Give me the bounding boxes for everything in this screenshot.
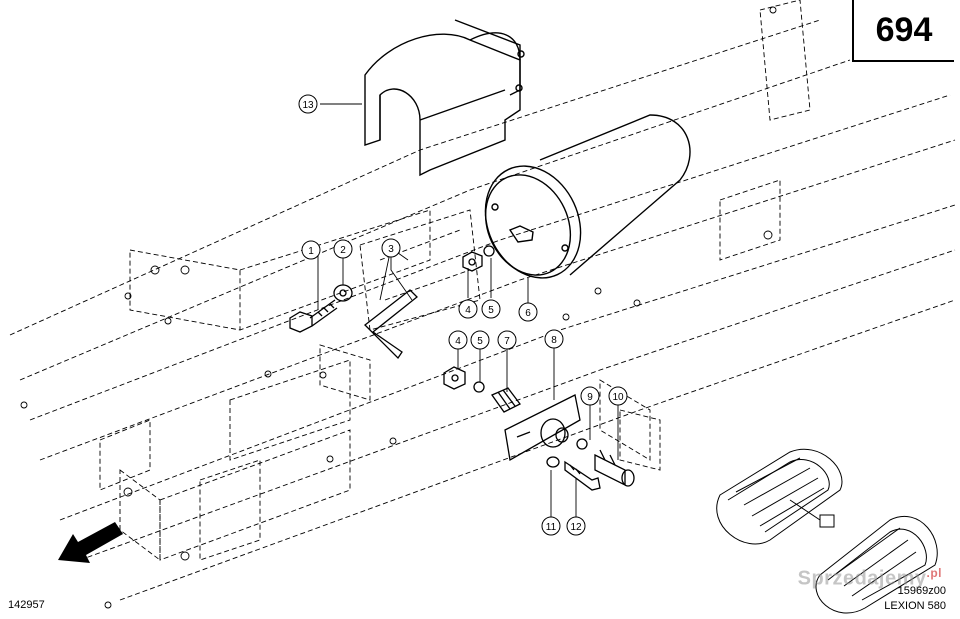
svg-text:8: 8 xyxy=(551,335,557,346)
callout-5-upper[interactable]: 5 xyxy=(481,299,501,319)
svg-text:11: 11 xyxy=(546,522,557,533)
svg-text:1: 1 xyxy=(308,246,314,257)
screw-part-12 xyxy=(564,460,601,491)
washer-part-9 xyxy=(576,438,588,450)
svg-text:4: 4 xyxy=(465,305,471,316)
callout-11[interactable]: 11 xyxy=(541,516,561,536)
cylinder-part-6 xyxy=(484,114,691,279)
direction-arrow-icon xyxy=(58,522,123,563)
callout-6[interactable]: 6 xyxy=(518,302,538,322)
callout-3[interactable]: 3 xyxy=(381,238,401,258)
track-unit-thumbnail xyxy=(716,448,938,614)
model-name: LEXION 580 xyxy=(884,600,946,612)
svg-text:13: 13 xyxy=(302,100,314,111)
callout-12[interactable]: 12 xyxy=(566,516,586,536)
figure-reference: 15969z00 xyxy=(897,585,946,597)
svg-text:3: 3 xyxy=(388,244,394,255)
fitting-part-7 xyxy=(491,387,521,413)
callout-4-upper[interactable]: 4 xyxy=(458,299,478,319)
svg-text:2: 2 xyxy=(340,245,346,256)
svg-text:7: 7 xyxy=(504,336,510,347)
cover-part-13 xyxy=(364,19,525,177)
svg-text:5: 5 xyxy=(488,305,494,316)
washer-part-11 xyxy=(546,456,560,468)
ring-part-5-upper xyxy=(483,245,495,257)
svg-text:6: 6 xyxy=(525,308,531,319)
frame-holes xyxy=(20,6,777,609)
svg-text:12: 12 xyxy=(570,522,582,533)
callout-4-lower[interactable]: 4 xyxy=(448,330,468,350)
callout-2[interactable]: 2 xyxy=(333,239,353,259)
svg-text:4: 4 xyxy=(455,336,461,347)
nut-part-4-upper xyxy=(462,251,483,272)
callout-9[interactable]: 9 xyxy=(580,386,600,406)
callout-13[interactable]: 13 xyxy=(298,94,318,114)
watermark: Sprzedajemy.pl xyxy=(798,566,942,591)
frame-structure xyxy=(9,0,956,601)
watermark-text: Sprzedajemy xyxy=(797,568,927,590)
svg-text:9: 9 xyxy=(587,392,593,403)
bolt-part-1 xyxy=(289,299,338,333)
callout-5-lower[interactable]: 5 xyxy=(470,330,490,350)
page-number-box: 694 xyxy=(852,0,954,62)
callout-10[interactable]: 10 xyxy=(608,386,628,406)
drawing-number: 142957 xyxy=(8,599,45,611)
svg-text:10: 10 xyxy=(612,392,624,403)
page-number: 694 xyxy=(875,10,933,49)
callout-7[interactable]: 7 xyxy=(497,330,517,350)
callout-1[interactable]: 1 xyxy=(301,240,321,260)
nut-part-4-lower xyxy=(443,366,466,390)
ring-part-5-lower xyxy=(473,381,485,393)
rod-part-3 xyxy=(364,289,418,360)
callout-8[interactable]: 8 xyxy=(544,329,564,349)
connector-part-10 xyxy=(594,449,635,487)
svg-text:5: 5 xyxy=(477,336,483,347)
plate-part-8 xyxy=(504,394,581,462)
watermark-suffix: .pl xyxy=(926,566,942,581)
